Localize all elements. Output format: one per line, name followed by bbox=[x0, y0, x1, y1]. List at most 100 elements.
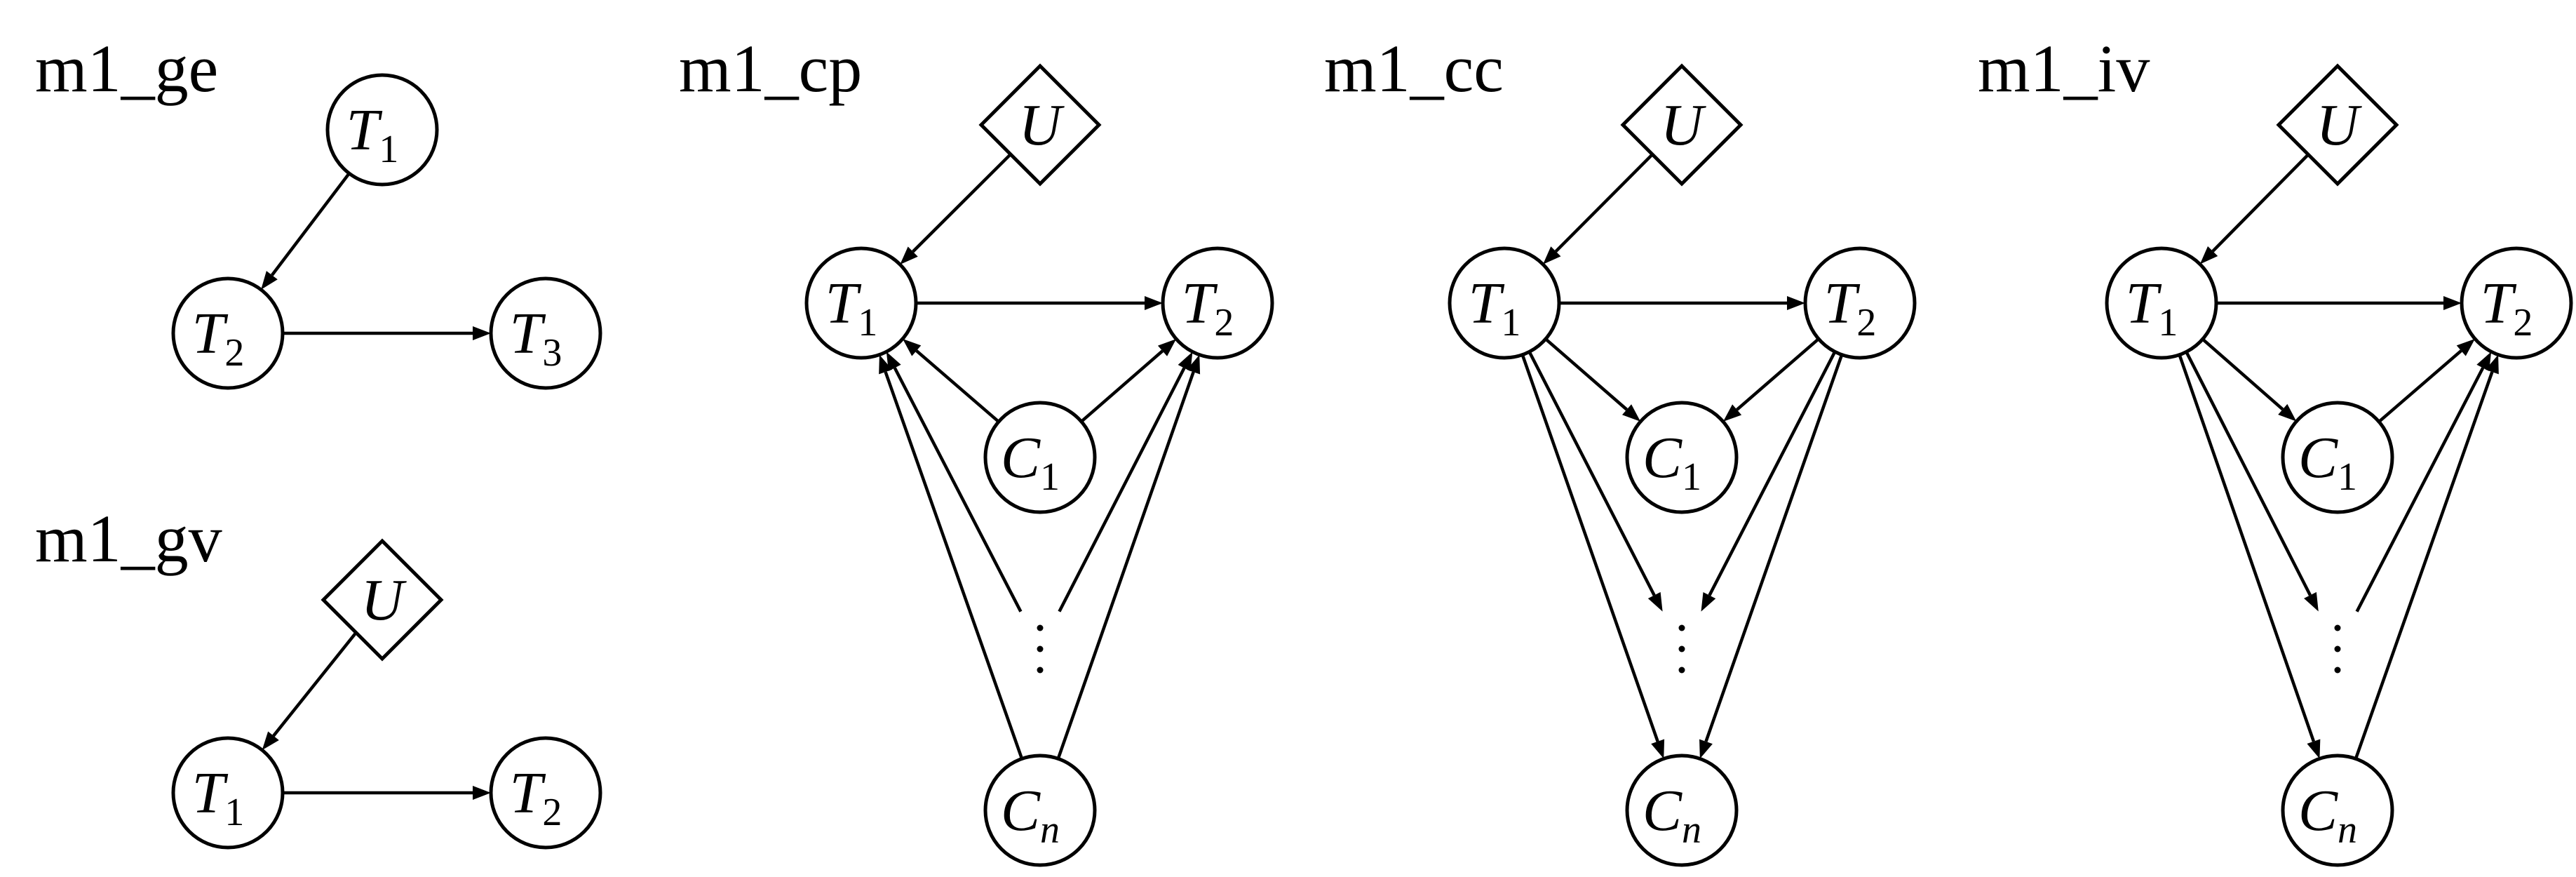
edge-T1-to-Cn bbox=[1520, 354, 1665, 759]
node-subscript: 2 bbox=[2513, 301, 2533, 344]
edge-T1-to-T2 bbox=[1559, 296, 1805, 310]
node-subscript: 1 bbox=[1682, 455, 1701, 499]
node-c1: C1 bbox=[2281, 401, 2394, 514]
circle-shape bbox=[171, 736, 285, 850]
node-var: T bbox=[825, 271, 862, 336]
ellipsis-dot bbox=[2334, 645, 2341, 652]
node-label: T1 bbox=[192, 761, 245, 834]
node-var: T bbox=[2481, 271, 2517, 336]
circle-shape bbox=[489, 276, 602, 390]
ellipsis-dot bbox=[2334, 624, 2341, 631]
circle-shape bbox=[171, 276, 285, 390]
diamond-shape bbox=[1620, 63, 1744, 187]
node-c1: C1 bbox=[983, 401, 1097, 514]
circle-shape bbox=[1161, 246, 1274, 360]
node-t2: T2 bbox=[171, 276, 285, 390]
circle-shape bbox=[2281, 754, 2394, 867]
node-label: T2 bbox=[1182, 271, 1234, 344]
edge-T1-to-T2 bbox=[261, 172, 351, 290]
circle-shape bbox=[1625, 754, 1739, 867]
node-label: T2 bbox=[1824, 271, 1877, 344]
edge-T1-to-T2 bbox=[2216, 296, 2462, 310]
edge-U-to-T1 bbox=[900, 153, 1012, 265]
node-var: T bbox=[346, 98, 383, 163]
edges-m1-cc bbox=[1520, 153, 1844, 759]
ellipsis-dot bbox=[1678, 667, 1685, 674]
edge-C1-to-T1 bbox=[903, 338, 1000, 423]
circle-shape bbox=[325, 73, 439, 187]
node-subscript: n bbox=[1040, 808, 1060, 852]
circle-shape bbox=[2460, 246, 2573, 360]
node-u: U bbox=[1620, 63, 1744, 187]
edges-m1-iv bbox=[2178, 153, 2499, 760]
node-var: T bbox=[2126, 271, 2162, 336]
node-label: T1 bbox=[346, 98, 399, 171]
node-var: C bbox=[1001, 778, 1041, 843]
node-label: T2 bbox=[510, 761, 562, 834]
node-var: U bbox=[1019, 93, 1065, 158]
node-u: U bbox=[321, 538, 444, 662]
edge-dots-to-T2 bbox=[1058, 352, 1193, 612]
node-var: U bbox=[1661, 93, 1707, 158]
edge-Cn-to-T2 bbox=[2354, 354, 2499, 760]
ellipsis-dots bbox=[1678, 624, 1685, 674]
node-label: T2 bbox=[2481, 271, 2533, 344]
node-t1: T1 bbox=[171, 736, 285, 850]
node-label: Cn bbox=[1643, 778, 1701, 852]
node-label: U bbox=[1661, 93, 1707, 158]
ellipsis-dot bbox=[1678, 645, 1685, 652]
edge-Cn-to-T1 bbox=[879, 354, 1024, 760]
node-var: T bbox=[192, 761, 229, 826]
circle-shape bbox=[983, 401, 1097, 514]
edge-dots-to-T1 bbox=[886, 352, 1023, 612]
node-label: U bbox=[361, 568, 407, 633]
diamond-shape bbox=[2276, 63, 2399, 187]
node-t3: T3 bbox=[489, 276, 602, 390]
node-cn: Cn bbox=[983, 754, 1097, 867]
node-var: T bbox=[192, 301, 229, 366]
ellipsis-dot bbox=[2334, 667, 2341, 674]
node-label: U bbox=[2317, 93, 2363, 158]
node-var: T bbox=[510, 761, 546, 826]
edge-T1-to-Cn bbox=[2178, 354, 2321, 759]
edge-T1-to-T2 bbox=[283, 786, 491, 800]
node-subscript: 1 bbox=[1040, 455, 1060, 499]
edge-T1-to-C1 bbox=[1544, 337, 1641, 422]
node-t1: T1 bbox=[804, 246, 918, 360]
diamond-shape bbox=[321, 538, 444, 662]
edges-m1-ge bbox=[261, 172, 491, 340]
edge-T1-to-dots bbox=[2185, 351, 2319, 612]
edge-C1-to-T2 bbox=[1080, 339, 1177, 423]
edges-m1-gv bbox=[262, 631, 491, 800]
node-subscript: n bbox=[1682, 808, 1701, 852]
node-label: T2 bbox=[192, 301, 245, 375]
circle-shape bbox=[2105, 246, 2218, 360]
circle-shape bbox=[983, 754, 1097, 867]
node-var: C bbox=[2298, 425, 2338, 490]
node-var: C bbox=[2298, 778, 2338, 843]
node-var: C bbox=[1643, 425, 1683, 490]
node-t2: T2 bbox=[1161, 246, 1274, 360]
node-label: Cn bbox=[2298, 778, 2357, 852]
node-subscript: n bbox=[2338, 808, 2357, 852]
node-t2: T2 bbox=[1803, 246, 1917, 360]
edge-T2-to-dots bbox=[1701, 351, 1837, 612]
node-subscript: 2 bbox=[224, 331, 244, 375]
node-subscript: 1 bbox=[2338, 455, 2357, 499]
circle-shape bbox=[804, 246, 918, 360]
edge-T1-to-C1 bbox=[2201, 337, 2297, 422]
node-subscript: 1 bbox=[2158, 301, 2178, 344]
edges-layer bbox=[261, 153, 2499, 800]
diagram-title: m1_gv bbox=[35, 501, 222, 576]
diamond-shape bbox=[978, 63, 1102, 187]
node-subscript: 1 bbox=[224, 791, 244, 834]
node-subscript: 1 bbox=[1501, 301, 1520, 344]
node-label: T1 bbox=[2126, 271, 2178, 344]
ellipsis-dot bbox=[1037, 624, 1044, 631]
node-var: U bbox=[2317, 93, 2363, 158]
